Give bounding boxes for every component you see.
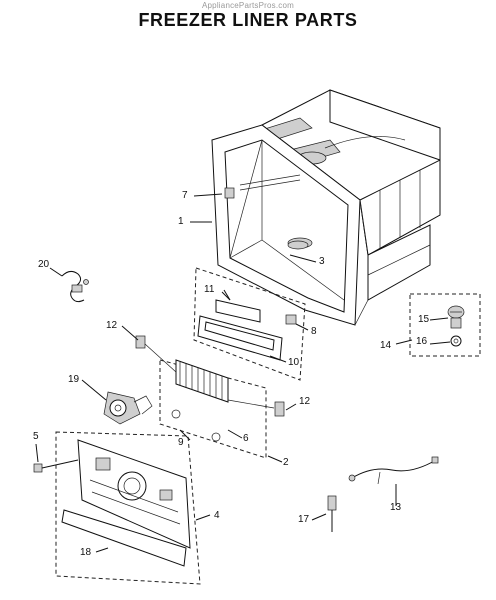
callout-19: 19 [68,374,80,385]
watermark: AppliancePartsPros.com [202,1,294,10]
callout-12-left: 12 [106,320,118,331]
callout-10: 10 [288,357,300,368]
callout-16: 16 [416,336,428,347]
callout-11: 11 [204,284,215,295]
screw-part-5 [33,459,79,473]
bracket-part-12-left [135,335,146,349]
callout-1: 1 [178,216,184,227]
callout-18: 18 [80,547,92,558]
callout-12-right: 12 [299,396,311,407]
seal-part-16 [450,335,462,347]
callout-4: 4 [214,510,220,521]
callout-3: 3 [319,256,325,267]
callout-9: 9 [178,437,184,448]
cover-part-10 [197,315,283,361]
dashed-group-6-9 [159,359,267,459]
freezer-liner-part-1 [211,89,441,326]
dashed-group-15-16 [409,293,481,357]
wire-harness-part-20 [61,270,89,303]
clip-part-8 [285,314,297,325]
callout-15: 15 [418,314,430,325]
dashed-group-4-18 [55,431,201,585]
callout-2: 2 [283,457,289,468]
heater-part-6 [144,343,275,409]
clips-part-9 [171,409,221,442]
callout-5: 5 [33,431,39,442]
evaporator-cover-part-4 [77,439,191,549]
callout-20: 20 [38,259,50,270]
dashed-group-10-11 [193,267,306,381]
callout-8: 8 [311,326,317,337]
damper-part-15 [447,305,465,329]
diagram-title: FREEZER LINER PARTS [138,10,358,30]
label-part-11 [215,299,261,323]
deflector-part-18 [61,509,187,567]
callout-17: 17 [298,514,310,525]
callout-13: 13 [390,502,402,513]
thermistor-part-17 [327,495,337,532]
clip-part-7 [224,187,235,199]
wire-part-13 [348,456,439,485]
leader-lines [35,193,451,553]
bracket-part-12-right [274,401,285,417]
callout-6: 6 [243,433,249,444]
drain-part-3 [287,240,309,250]
callout-7: 7 [182,190,188,201]
callout-14: 14 [380,340,392,351]
fan-motor-part-19 [103,391,153,425]
